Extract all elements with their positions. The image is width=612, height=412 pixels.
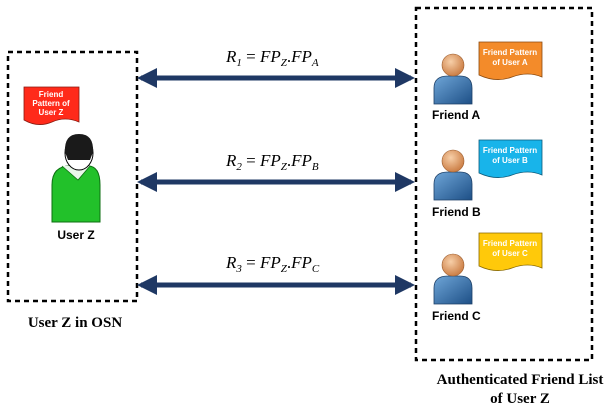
user-z-flag-line-3: User Z [39, 108, 64, 117]
friend-b-flag-line-2: of User B [492, 156, 528, 165]
friend-c-flag-line-1: Friend Pattern [483, 239, 537, 248]
friend-list-box [414, 6, 594, 362]
friend-b-person-icon [433, 149, 473, 201]
friend-c-label: Friend C [432, 309, 481, 323]
friend-b-flag-line-1: Friend Pattern [483, 146, 537, 155]
friend-b-pattern-flag: Friend Pattern of User B [478, 139, 543, 178]
friend-a-flag-line-2: of User A [492, 58, 527, 67]
friend-b-group: Friend Pattern of User B Friend B [432, 139, 543, 219]
friend-list-caption-line-2: of User Z [490, 391, 550, 407]
user-z-caption: User Z in OSN [28, 315, 122, 331]
friend-c-pattern-flag: Friend Pattern of User C [478, 232, 543, 271]
friend-c-person-icon [433, 253, 473, 305]
friend-a-label: Friend A [432, 108, 481, 122]
user-z-label: User Z [57, 228, 94, 242]
friend-a-group: Friend Pattern of User A Friend A [432, 41, 543, 122]
user-z-figure-icon [51, 134, 101, 223]
user-z-pattern-flag: Friend Pattern of User Z [23, 86, 80, 125]
user-z-flag-line-1: Friend [39, 90, 64, 99]
user-z-flag-line-2: Pattern of [32, 99, 70, 108]
relation-equation-3: R3 = FPZ.FPC [225, 253, 320, 275]
friend-a-person-icon [433, 53, 473, 105]
friend-c-group: Friend Pattern of User C Friend C [432, 232, 543, 323]
friend-list-caption-line-1: Authenticated Friend List [437, 372, 604, 388]
relation-equation-1: R1 = FPZ.FPA [225, 47, 319, 69]
friend-c-flag-line-2: of User C [492, 249, 528, 258]
friend-a-flag-line-1: Friend Pattern [483, 48, 537, 57]
friend-a-pattern-flag: Friend Pattern of User A [478, 41, 543, 80]
relation-equation-2: R2 = FPZ.FPB [225, 151, 319, 173]
friend-b-label: Friend B [432, 205, 481, 219]
